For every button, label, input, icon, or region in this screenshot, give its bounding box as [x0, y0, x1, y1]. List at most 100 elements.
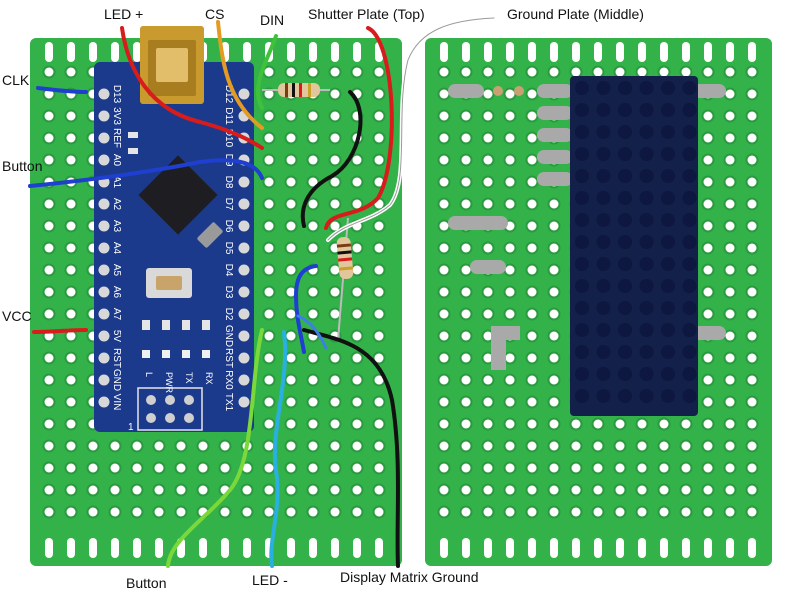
perf-hole-pad — [264, 309, 274, 319]
edge-pad — [243, 538, 251, 558]
matrix-dot — [618, 213, 632, 227]
perf-hole-pad — [308, 243, 318, 253]
perf-hole-pad — [549, 441, 559, 451]
perf-hole-pad — [439, 463, 449, 473]
edge-pad — [331, 42, 339, 62]
perf-hole-pad — [44, 155, 54, 165]
perf-hole-pad — [220, 507, 230, 517]
perf-hole-pad — [725, 243, 735, 253]
matrix-dot — [639, 257, 654, 271]
perf-hole-pad — [352, 265, 362, 275]
perf-hole-pad — [725, 265, 735, 275]
perf-hole-pad — [374, 287, 384, 297]
label-clk: CLK — [2, 72, 30, 88]
perf-hole-pad — [132, 463, 142, 473]
perf-hole-pad — [286, 177, 296, 187]
perf-hole-pad — [110, 463, 120, 473]
crystal — [197, 222, 223, 248]
perf-hole-pad — [505, 111, 515, 121]
perf-hole-pad — [264, 133, 274, 143]
nano-pin-pad — [98, 396, 110, 408]
perf-hole-pad — [352, 485, 362, 495]
wire-vcc — [32, 328, 88, 334]
perf-hole-pad — [439, 353, 449, 363]
nano-pin-pad — [98, 88, 110, 100]
edge-pad — [133, 538, 141, 558]
perf-hole-pad — [505, 353, 515, 363]
perf-hole-pad — [549, 353, 559, 363]
nano-pin-label: RX0 — [223, 370, 234, 390]
perf-hole-pad — [374, 331, 384, 341]
perf-hole-pad — [374, 485, 384, 495]
perf-hole-pad — [330, 89, 340, 99]
perf-hole-pad — [703, 485, 713, 495]
perf-hole-pad — [703, 221, 713, 231]
matrix-dot — [639, 235, 654, 249]
perf-hole-pad — [703, 265, 713, 275]
edge-pad — [638, 42, 646, 62]
matrix-dot — [682, 103, 697, 117]
matrix-dot — [618, 147, 632, 161]
matrix-dot — [682, 235, 697, 249]
perf-hole-pad — [66, 67, 76, 77]
edge-pad — [111, 538, 119, 558]
perf-hole-pad — [527, 309, 537, 319]
nano-pin-label: A5 — [111, 264, 122, 277]
nano-pin-pad — [98, 242, 110, 254]
perf-hole-pad — [549, 287, 559, 297]
matrix-dot — [661, 213, 675, 227]
perf-hole-pad — [461, 507, 471, 517]
perf-hole-pad — [747, 133, 757, 143]
perf-hole-pad — [725, 463, 735, 473]
perf-hole-pad — [527, 507, 537, 517]
perf-hole-pad — [242, 507, 252, 517]
edge-pad — [660, 538, 668, 558]
perf-hole-pad — [308, 287, 318, 297]
perf-hole-pad — [527, 441, 537, 451]
perf-hole-pad — [44, 485, 54, 495]
perf-hole-pad — [44, 441, 54, 451]
perf-hole-pad — [330, 419, 340, 429]
perf-hole-pad — [505, 507, 515, 517]
edge-pad — [726, 42, 734, 62]
perf-hole-pad — [439, 89, 449, 99]
perf-hole-pad — [264, 243, 274, 253]
edge-pad — [660, 42, 668, 62]
perf-hole-pad — [505, 199, 515, 209]
edge-pad — [287, 42, 295, 62]
perf-hole-pad — [66, 287, 76, 297]
perf-hole-pad — [747, 331, 757, 341]
perf-hole-pad — [571, 67, 581, 77]
matrix-dot — [661, 103, 675, 117]
perf-hole-pad — [461, 485, 471, 495]
perf-hole-pad — [681, 485, 691, 495]
perf-hole-pad — [286, 375, 296, 385]
perf-hole-pad — [439, 287, 449, 297]
perf-hole-pad — [593, 507, 603, 517]
perf-hole-pad — [461, 155, 471, 165]
perf-hole-pad — [352, 375, 362, 385]
perf-hole-pad — [374, 375, 384, 385]
perf-hole-pad — [176, 507, 186, 517]
perf-hole-pad — [330, 397, 340, 407]
wire-display-ground — [302, 328, 400, 568]
perf-hole-pad — [286, 221, 296, 231]
matrix-dot — [639, 125, 654, 139]
perf-hole-pad — [747, 287, 757, 297]
label-vcc: VCC — [2, 308, 32, 324]
nano-pin-label: D7 — [223, 198, 234, 211]
perf-hole-pad — [264, 375, 274, 385]
matrix-dot — [661, 257, 675, 271]
perf-hole-pad — [703, 287, 713, 297]
perf-hole-pad — [308, 199, 318, 209]
perf-hole-pad — [615, 507, 625, 517]
edge-pad — [484, 42, 492, 62]
perf-hole-pad — [439, 397, 449, 407]
edge-pad — [243, 42, 251, 62]
matrix-dot — [661, 389, 675, 403]
matrix-dot — [682, 279, 697, 293]
perf-hole-pad — [352, 177, 362, 187]
perf-hole-pad — [549, 221, 559, 231]
perf-hole-pad — [747, 397, 757, 407]
matrix-dots — [575, 81, 697, 403]
